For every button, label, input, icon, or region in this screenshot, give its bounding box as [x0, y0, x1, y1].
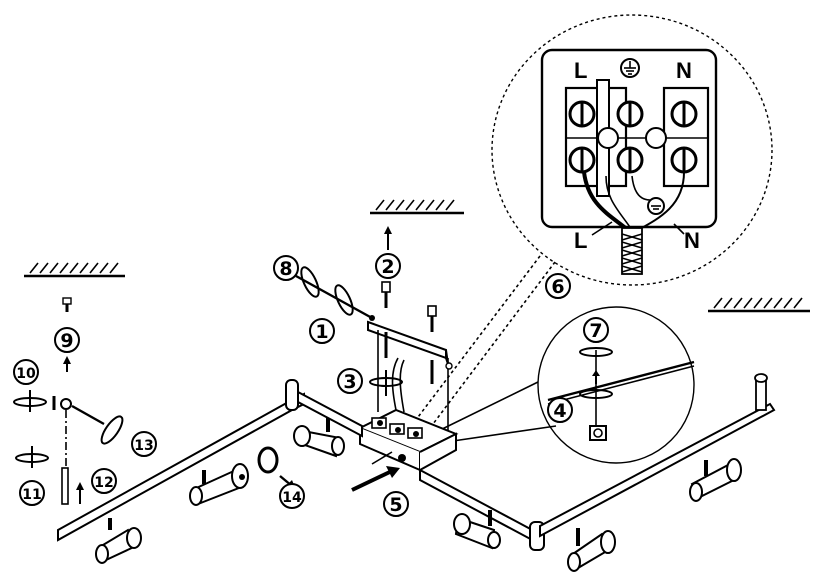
step-badge-2: 2 — [375, 253, 401, 279]
live-terminal-label: L — [574, 58, 587, 83]
step-badge-14: 14 — [279, 483, 305, 509]
svg-text:9: 9 — [60, 330, 73, 352]
svg-text:5: 5 — [389, 494, 402, 516]
screw — [427, 305, 437, 332]
neutral-terminal-label: N — [676, 58, 692, 83]
terminal-screw — [568, 100, 698, 174]
svg-text:2: 2 — [381, 256, 394, 278]
step-badge-5: 5 — [383, 491, 409, 517]
washer — [295, 266, 375, 321]
step-badge-11: 11 — [19, 480, 45, 506]
step-badge-13: 13 — [131, 431, 157, 457]
junction-box — [357, 408, 459, 472]
svg-text:13: 13 — [134, 438, 153, 454]
svg-text:6: 6 — [551, 276, 564, 298]
track-frame — [57, 373, 776, 551]
earth-ground-icon — [647, 197, 665, 215]
svg-text:7: 7 — [589, 320, 602, 342]
connector-pin — [579, 347, 613, 441]
step-badge-12: 12 — [91, 468, 117, 494]
svg-text:12: 12 — [94, 475, 113, 491]
svg-text:10: 10 — [16, 366, 36, 382]
step-badge-8: 8 — [273, 255, 299, 281]
spotlight — [293, 418, 345, 458]
svg-text:4: 4 — [553, 400, 566, 422]
live-wire-label: L — [574, 228, 587, 253]
spotlight — [189, 463, 249, 506]
terminal-block-detail: L N L N — [540, 48, 718, 275]
step-badge-10: 10 — [13, 359, 39, 385]
step-badge-1: 1 — [309, 318, 335, 344]
rotate-mark — [369, 370, 403, 396]
svg-text:1: 1 — [315, 321, 328, 343]
insertion-arrow — [351, 466, 400, 492]
spotlight — [453, 510, 501, 550]
spotlight — [689, 458, 742, 502]
spotlight — [567, 528, 616, 572]
svg-text:11: 11 — [22, 487, 41, 503]
earth-ground-icon — [620, 58, 640, 78]
spotlight — [95, 518, 142, 564]
step-badge-4: 4 — [547, 397, 573, 423]
step-badge-9: 9 — [54, 327, 80, 353]
svg-text:14: 14 — [282, 490, 302, 506]
ceiling-hatch-right — [708, 297, 810, 313]
svg-text:8: 8 — [279, 258, 292, 280]
neutral-wire-label: N — [684, 228, 700, 253]
step-badge-6: 6 — [545, 273, 571, 299]
step-badge-3: 3 — [337, 368, 363, 394]
ceiling-hatch-center — [370, 199, 464, 215]
step-badge-7: 7 — [583, 317, 609, 343]
screw — [381, 281, 391, 308]
suspension-parts — [13, 297, 124, 505]
connector-detail-callout — [537, 306, 695, 464]
terminal-detail-callout — [491, 14, 773, 286]
ceiling-hatch-left — [24, 262, 125, 278]
svg-text:3: 3 — [343, 371, 356, 393]
